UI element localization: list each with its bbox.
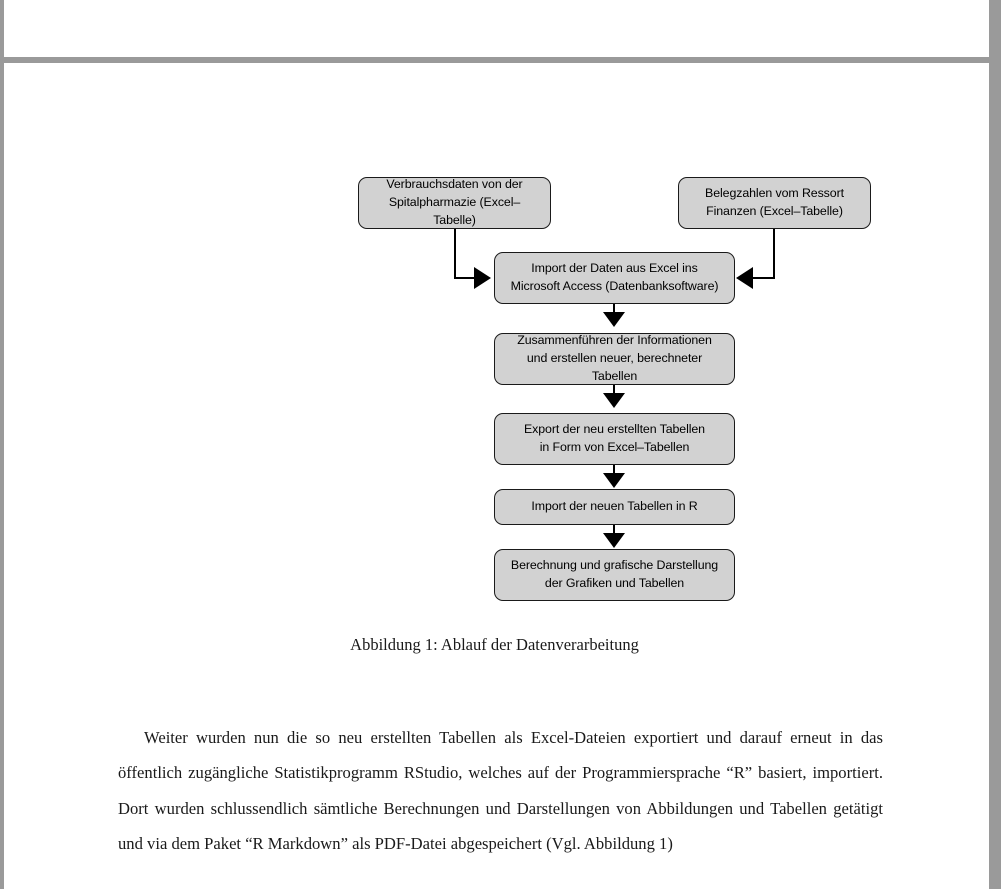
flow-node-export-excel-text: Export der neu erstellten Tabellen in Fo… xyxy=(512,421,717,457)
connector-v1-arrowhead xyxy=(603,312,625,327)
flow-node-import-access: Import der Daten aus Excel ins Microsoft… xyxy=(494,252,735,304)
connector-left-arrowhead xyxy=(474,267,491,289)
connector-right-arrowhead xyxy=(736,267,753,289)
connector-v4-line xyxy=(613,525,615,537)
flowchart-figure: Verbrauchsdaten von der Spitalpharmazie … xyxy=(0,63,989,623)
previous-page-sheet xyxy=(4,0,989,57)
viewer-right-edge xyxy=(989,0,1001,889)
flow-node-verbrauchsdaten-text: Verbrauchsdaten von der Spitalpharmazie … xyxy=(359,176,550,230)
flow-node-berechnung: Berechnung und grafische Darstellung der… xyxy=(494,549,735,601)
flow-node-export-excel-line1: Export der neu erstellten Tabellen xyxy=(524,422,705,437)
flow-node-berechnung-line2: der Grafiken und Tabellen xyxy=(544,576,685,590)
flow-node-import-access-line2: Microsoft Access (Datenbanksoftware) xyxy=(510,279,719,293)
figure-caption: Abbildung 1: Ablauf der Datenverarbeitun… xyxy=(350,635,639,654)
connector-left-vertical xyxy=(454,229,456,279)
flow-node-import-r-line1: Import der neuen Tabellen in R xyxy=(531,499,698,513)
flow-node-verbrauchsdaten: Verbrauchsdaten von der Spitalpharmazie … xyxy=(358,177,551,229)
flow-node-berechnung-line1: Berechnung und grafische Darstellung xyxy=(510,558,719,573)
flow-node-zusammenfuehren: Zusammenführen der Informationen und ers… xyxy=(494,333,735,385)
flow-node-belegzahlen: Belegzahlen vom Ressort Finanzen (Excel–… xyxy=(678,177,871,229)
connector-v3-line xyxy=(613,465,615,477)
flow-node-zusammenfuehren-text: Zusammenführen der Informationen und ers… xyxy=(495,332,734,386)
flow-node-belegzahlen-line2: Finanzen (Excel–Tabelle) xyxy=(706,204,843,218)
flow-node-belegzahlen-line1: Belegzahlen vom Ressort xyxy=(705,186,844,201)
flow-node-zusammenfuehren-line2: und erstellen neuer, berechneter Tabelle… xyxy=(526,351,703,383)
viewer-left-edge xyxy=(0,0,4,889)
connector-v3-arrowhead xyxy=(603,473,625,488)
connector-v2-arrowhead xyxy=(603,393,625,408)
connector-v4-arrowhead xyxy=(603,533,625,548)
connector-right-vertical xyxy=(773,229,775,279)
connector-v1-line xyxy=(613,304,615,316)
flow-node-belegzahlen-text: Belegzahlen vom Ressort Finanzen (Excel–… xyxy=(693,185,856,221)
flow-node-import-r: Import der neuen Tabellen in R xyxy=(494,489,735,525)
connector-right-horizontal xyxy=(753,277,775,279)
page-separator xyxy=(0,57,1001,63)
flow-node-import-r-text: Import der neuen Tabellen in R xyxy=(519,498,709,516)
flow-node-berechnung-text: Berechnung und grafische Darstellung der… xyxy=(499,557,730,593)
connector-left-horizontal xyxy=(454,277,476,279)
flow-node-import-access-text: Import der Daten aus Excel ins Microsoft… xyxy=(499,260,731,296)
flow-node-export-excel: Export der neu erstellten Tabellen in Fo… xyxy=(494,413,735,465)
flow-node-zusammenfuehren-line1: Zusammenführen der Informationen xyxy=(517,333,712,348)
connector-v2-line xyxy=(613,385,615,397)
body-paragraph: Weiter wurden nun die so neu erstellten … xyxy=(118,727,883,854)
flow-node-verbrauchsdaten-line1: Verbrauchsdaten von der xyxy=(386,177,523,192)
flow-node-verbrauchsdaten-line2: Spitalpharmazie (Excel–Tabelle) xyxy=(388,195,521,227)
flow-node-import-access-line1: Import der Daten aus Excel ins xyxy=(531,261,698,276)
flow-node-export-excel-line2: in Form von Excel–Tabellen xyxy=(539,440,690,454)
